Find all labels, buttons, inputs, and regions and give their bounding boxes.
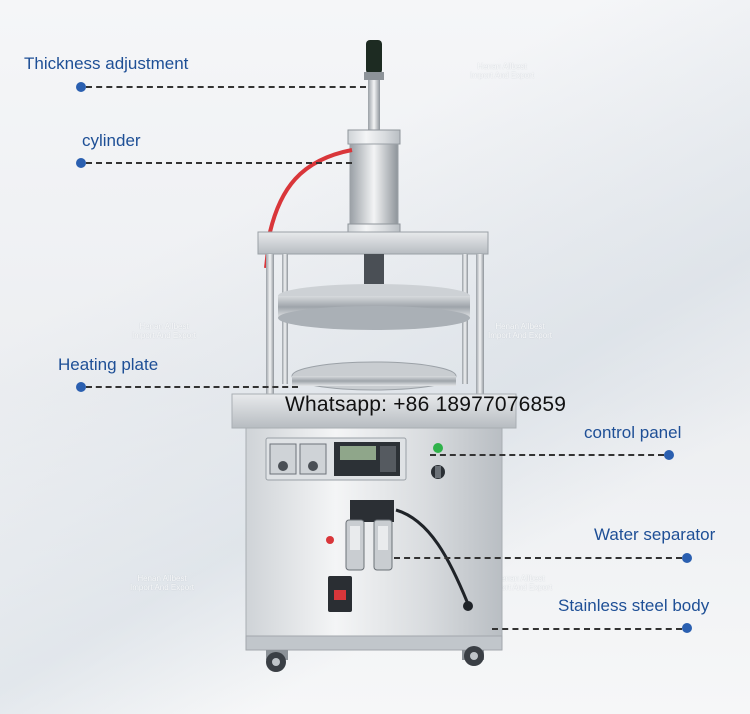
leader-line (86, 86, 366, 88)
callout-dot (76, 82, 86, 92)
cylinder-body (349, 143, 399, 227)
label-cylinder: cylinder (82, 131, 141, 150)
callout-dot (664, 450, 674, 460)
leader-line (86, 162, 352, 164)
leader-line (492, 628, 682, 630)
leader-line (430, 454, 664, 456)
adjust-knob (366, 40, 382, 74)
callout-dot (682, 553, 692, 563)
label-control-panel: control panel (584, 423, 682, 442)
leader-line (394, 557, 682, 559)
callout-dot (76, 382, 86, 392)
callout-dot (682, 623, 692, 633)
whatsapp-contact: Whatsapp: +86 18977076859 (285, 393, 567, 416)
label-water-separator: Water separator (594, 525, 716, 544)
label-heating-plate: Heating plate (58, 355, 159, 374)
leader-line (86, 386, 298, 388)
callout-dot (76, 158, 86, 168)
label-stainless-steel-body: Stainless steel body (558, 596, 710, 615)
label-thickness-adjustment: Thickness adjustment (24, 54, 189, 73)
